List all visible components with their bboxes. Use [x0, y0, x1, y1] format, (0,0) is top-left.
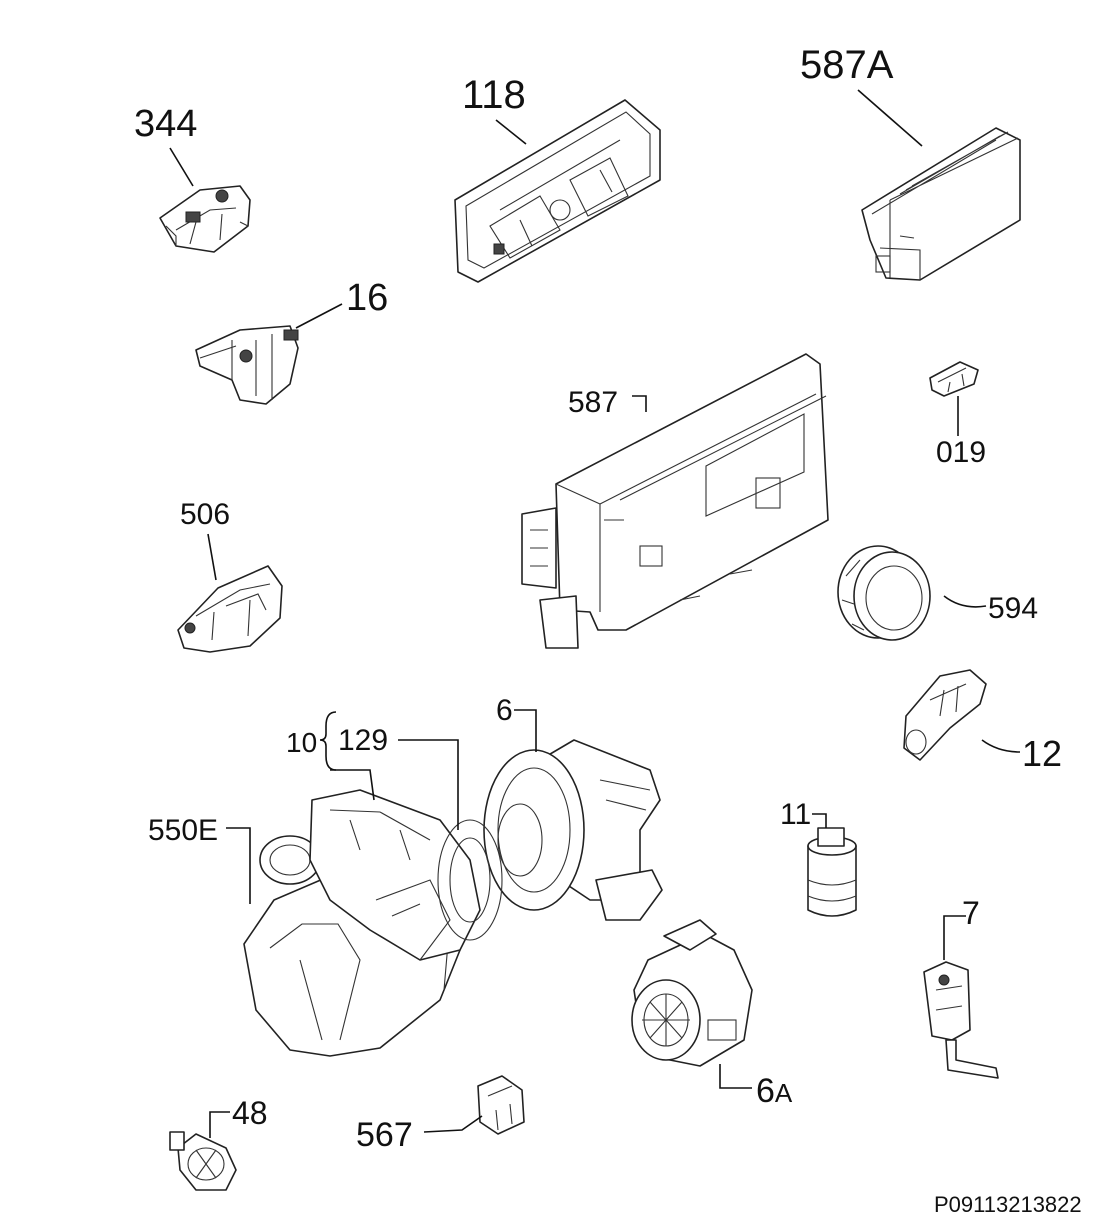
- leader-118: [495, 119, 527, 145]
- label-118: 118: [462, 73, 526, 117]
- diagram-reference-code: P09113213822: [934, 1192, 1082, 1217]
- part-6A: [631, 919, 753, 1067]
- label-587A: 587A: [800, 43, 894, 87]
- label-6: 6: [496, 694, 513, 727]
- leader-10-bracket: [319, 711, 337, 771]
- label-12: 12: [1022, 733, 1062, 774]
- leader-11: [812, 813, 827, 828]
- part-6: [483, 739, 663, 921]
- label-019: 019: [936, 436, 986, 469]
- leader-587: [632, 395, 647, 412]
- part-11: [807, 827, 857, 917]
- label-129: 129: [338, 724, 388, 757]
- label-550E: 550E: [148, 814, 218, 847]
- part-48: [169, 1131, 237, 1191]
- leader-7: [943, 915, 966, 960]
- part-587: [521, 353, 829, 649]
- part-587A: [861, 127, 1021, 281]
- part-594: [837, 545, 931, 641]
- leader-129: [398, 739, 459, 830]
- label-11: 11: [780, 798, 811, 831]
- part-16: [195, 325, 299, 405]
- label-594: 594: [988, 592, 1038, 625]
- label-48: 48: [232, 1095, 268, 1131]
- part-567: [477, 1075, 525, 1135]
- leader-48: [209, 1111, 230, 1138]
- leader-506: [207, 533, 217, 581]
- label-6A: 6A: [756, 1072, 793, 1110]
- part-019: [929, 361, 979, 397]
- label-344: 344: [134, 103, 197, 145]
- part-7: [923, 961, 999, 1079]
- leader-10: [330, 769, 375, 801]
- label-567: 567: [356, 1116, 413, 1154]
- part-344: [159, 185, 251, 253]
- label-587: 587: [568, 386, 618, 419]
- leader-6A: [719, 1064, 752, 1089]
- part-118: [454, 99, 661, 283]
- label-10: 10: [286, 727, 317, 758]
- leader-16: [295, 303, 343, 329]
- leader-6: [514, 709, 537, 752]
- part-12: [903, 669, 987, 761]
- label-506: 506: [180, 498, 230, 531]
- leader-567: [423, 1115, 483, 1133]
- part-506: [177, 565, 283, 653]
- leader-594: [943, 595, 987, 608]
- leader-12: [981, 739, 1021, 753]
- label-16: 16: [346, 277, 388, 319]
- leader-344: [169, 147, 194, 187]
- label-7: 7: [962, 895, 980, 931]
- part-550E: [243, 789, 503, 1057]
- leader-587A: [857, 89, 923, 147]
- leader-550E: [226, 827, 251, 904]
